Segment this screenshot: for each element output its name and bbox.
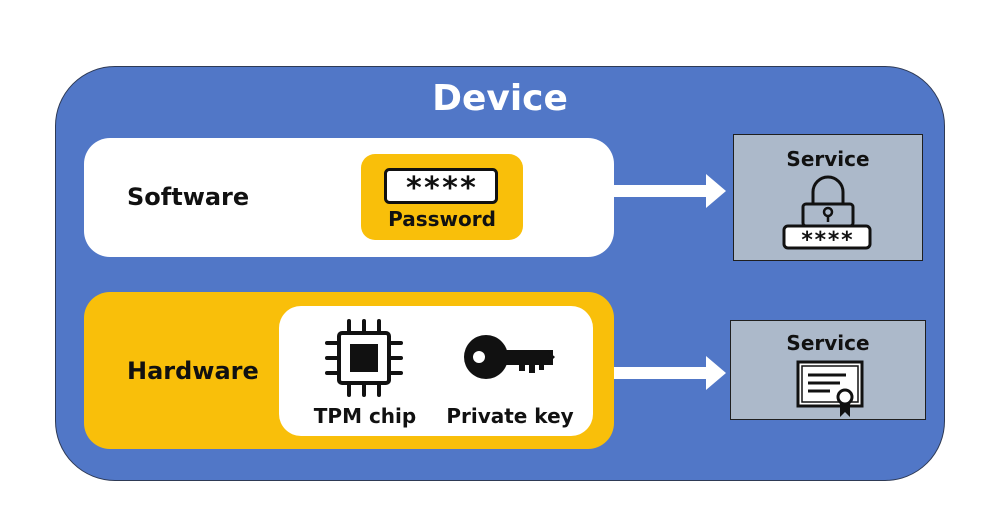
- password-mask: ****: [405, 171, 477, 206]
- password-field-icon: ****: [384, 168, 498, 206]
- certificate-icon: [796, 360, 864, 417]
- software-label: Software: [127, 183, 250, 211]
- software-panel: [84, 138, 614, 257]
- password-caption: Password: [388, 207, 496, 231]
- padlock-password-icon: ****: [782, 175, 872, 253]
- service-label-2: Service: [786, 331, 870, 355]
- arrow-to-service-1: [614, 174, 726, 208]
- tpm-chip-icon: [325, 319, 403, 397]
- arrow-to-service-2: [614, 356, 726, 390]
- hardware-label: Hardware: [127, 357, 259, 385]
- service-label-1: Service: [786, 147, 870, 171]
- device-title: Device: [432, 78, 568, 119]
- tpm-chip-caption: TPM chip: [313, 404, 417, 428]
- private-key-caption: Private key: [446, 404, 574, 428]
- service-password-mask: ****: [801, 228, 854, 253]
- private-key-icon: [464, 335, 555, 379]
